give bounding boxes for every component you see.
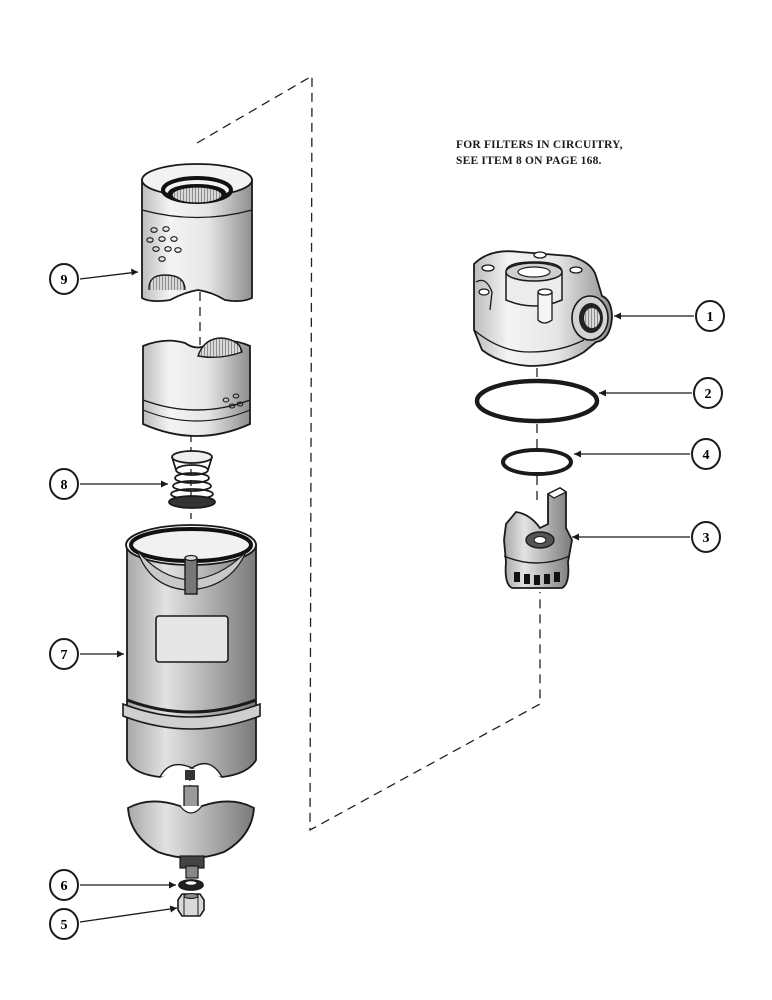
bowl-label-plate — [155, 615, 229, 663]
callout-3: 3 — [572, 521, 721, 553]
spring — [168, 450, 216, 509]
drain-washer — [178, 879, 204, 891]
callout-7-number: 7 — [61, 648, 68, 663]
callout-1: 1 — [614, 300, 725, 332]
valve-adapter — [503, 486, 573, 589]
callout-9-number: 9 — [61, 273, 68, 288]
callout-4-number: 4 — [703, 448, 710, 463]
vent-holes — [146, 226, 182, 262]
callout-2-number: 2 — [705, 387, 712, 402]
callout-7: 7 — [49, 638, 124, 670]
callout-8-number: 8 — [61, 478, 68, 493]
assembly-line-outer — [196, 74, 541, 832]
callout-6: 6 — [49, 869, 176, 901]
callout-1-number: 1 — [707, 310, 714, 325]
callouts: 9 8 7 6 5 — [49, 263, 725, 940]
reference-note: FOR FILTERS IN CIRCUITRY, SEE ITEM 8 ON … — [456, 137, 623, 169]
callout-3-number: 3 — [703, 531, 710, 546]
filter-head — [473, 250, 613, 367]
adapter-slots — [514, 572, 560, 585]
large-o-ring — [474, 378, 600, 424]
filter-bowl — [122, 524, 261, 780]
callout-9: 9 — [49, 263, 139, 295]
callout-8: 8 — [49, 468, 168, 500]
callout-6-number: 6 — [61, 879, 68, 894]
reference-note-line-2: SEE ITEM 8 ON PAGE 168. — [456, 155, 602, 167]
reference-note-line-1: FOR FILTERS IN CIRCUITRY, — [456, 139, 623, 151]
drain-plug — [177, 893, 205, 917]
callout-2: 2 — [599, 377, 723, 409]
filter-element-shell — [142, 337, 251, 437]
small-o-ring — [501, 448, 573, 476]
drain-cup — [127, 785, 255, 879]
callout-5-number: 5 — [61, 918, 68, 933]
callout-5: 5 — [49, 905, 178, 940]
filter-element-top — [141, 163, 253, 303]
callout-4: 4 — [574, 438, 721, 470]
